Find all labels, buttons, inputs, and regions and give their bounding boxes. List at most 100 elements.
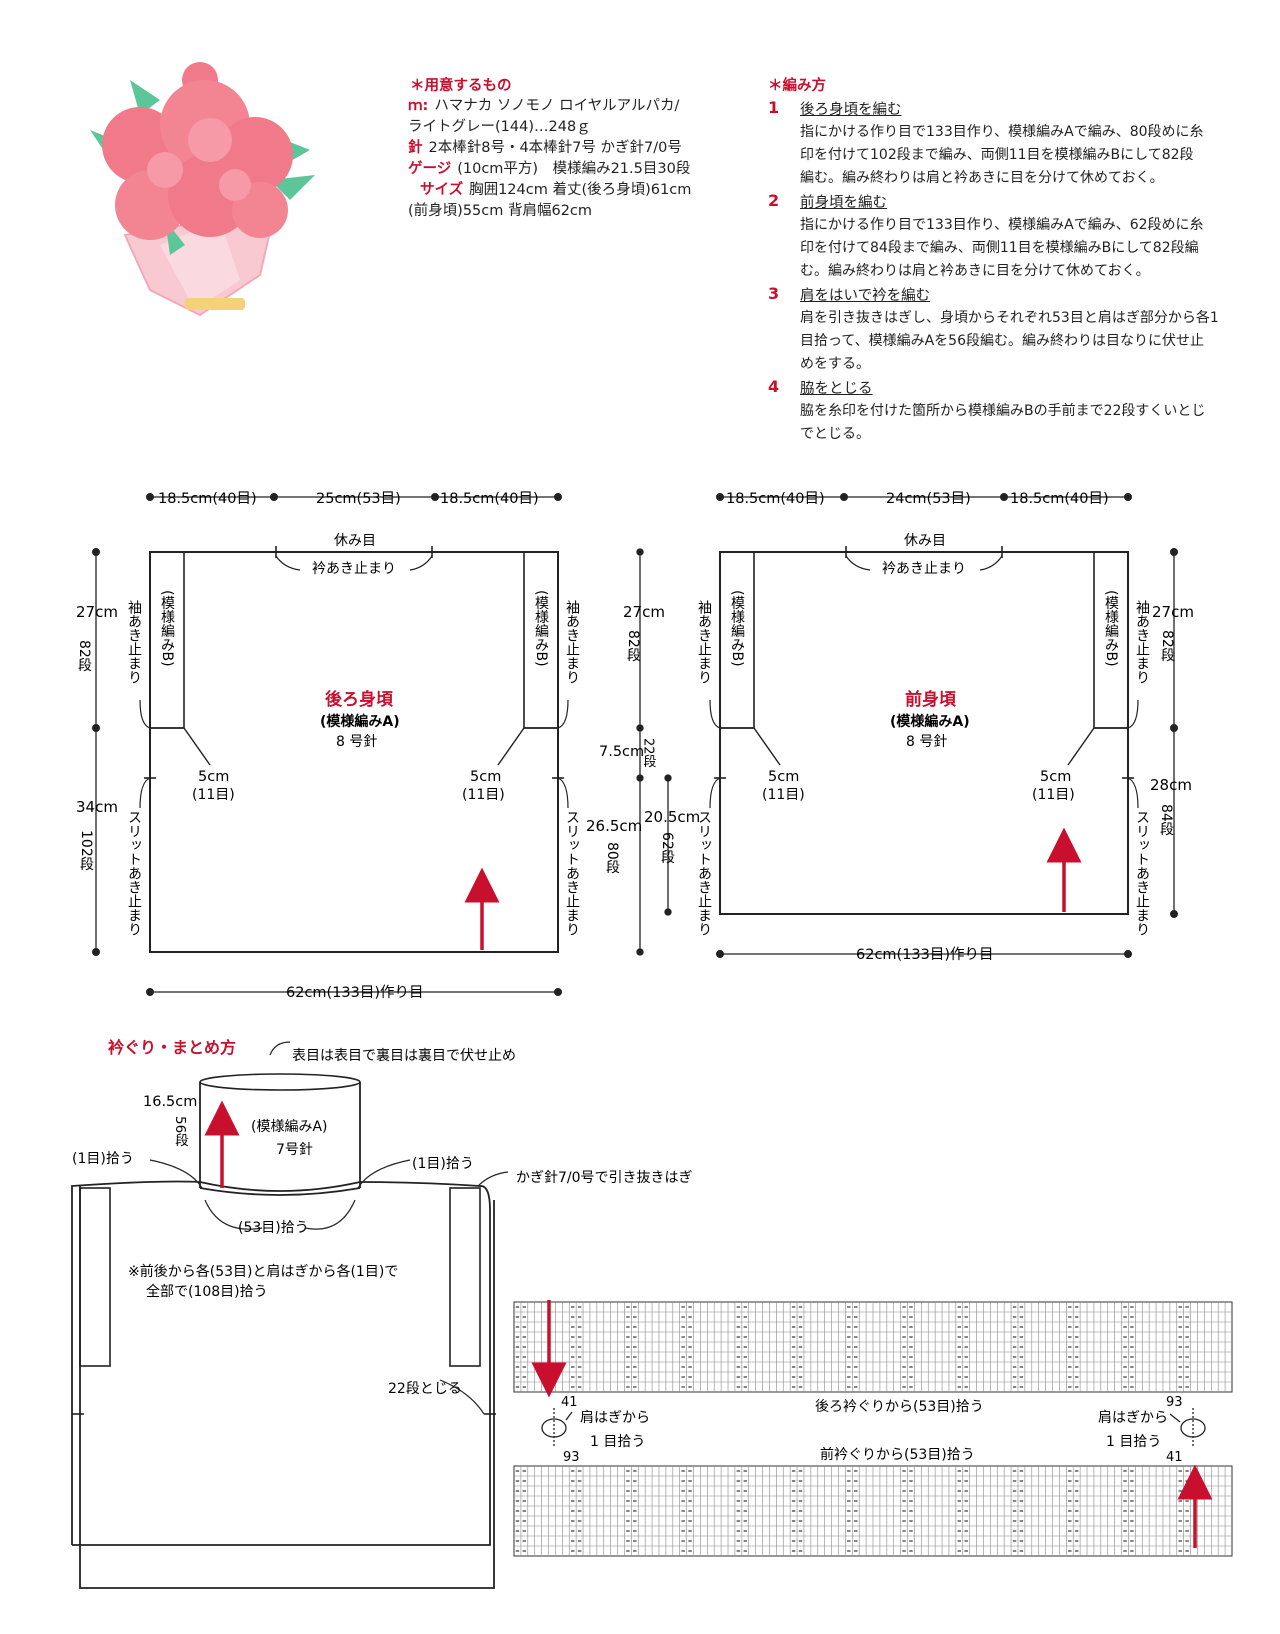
middle-h1: 27cm: [623, 603, 665, 621]
step-1-title: 後ろ身頃を編む: [800, 102, 902, 118]
front-top-left-dim: 18.5cm(40目): [726, 491, 825, 507]
back-rest-label: 休み目: [334, 533, 376, 549]
step-3-line: 肩を引き抜きはぎし、身頃からそれぞれ53目と肩はぎ部分から各1: [800, 310, 1219, 326]
collar-note1: ※前後から各(53目)と肩はぎから各(1目)で: [128, 1263, 398, 1280]
back-needle: 8 号針: [336, 734, 377, 750]
flower-bouquet-illustration: [90, 62, 315, 317]
middle-rows-diff: 22段: [641, 738, 657, 768]
back-side-w-left: 5cm: [198, 769, 229, 785]
front-bottom-dim: 62cm(133目)作り目: [856, 946, 994, 963]
step-1-line: 印を付けて102段まで編み、両側11目を模様編みBにして82段: [800, 147, 1194, 163]
back-armhole-left: 袖あき止まり: [126, 600, 142, 684]
yarn-line1: ハマナカ ソノモノ ロイヤルアルパカ/: [434, 98, 680, 114]
step-3-body: 肩を引き抜きはぎし、身頃からそれぞれ53目と肩はぎ部分から各1 目拾って、模様編…: [800, 307, 1240, 376]
knitting-chart-bottom: [513, 1465, 1233, 1557]
collar-height: 16.5cm: [143, 1094, 197, 1110]
collar-pick53: (53目)拾う: [238, 1220, 309, 1236]
front-slit-right: スリットあき止まり: [1134, 810, 1150, 936]
front-right-h2: 28cm: [1150, 776, 1192, 794]
size-line1: 胸囲124cm 着丈(後ろ身頃)61cm: [469, 182, 692, 198]
back-top-left-dim: 18.5cm(40目): [158, 491, 257, 507]
materials-header: ＊用意するもの: [410, 78, 512, 94]
step-3-line: 目拾って、模様編みAを56段編む。編み終わりは目なりに伏せ止: [800, 333, 1204, 349]
front-right-h1: 27cm: [1152, 603, 1194, 621]
yarn-label: ｍ:: [408, 98, 429, 114]
collar-pattern: (模様編みA): [251, 1119, 328, 1135]
front-pattern-b-right: (模様編みB): [1103, 590, 1119, 667]
collar-needle: 7号針: [276, 1142, 313, 1158]
step-4-number: 4: [768, 377, 780, 396]
step-3-title: 肩をはいで衿を編む: [800, 288, 931, 304]
front-title: 前身頃: [905, 689, 957, 710]
back-bottom-dim: 62cm(133目)作り目: [286, 984, 424, 1001]
middle-rows3: 62段: [659, 832, 675, 864]
gauge-text: (10cm平方) 模様編み21.5目30段: [457, 161, 691, 177]
front-side-w-right: 5cm: [1040, 769, 1071, 785]
step-3-line: めをする。: [800, 356, 870, 372]
chart-shoulder-right2: 1 目拾う: [1106, 1434, 1161, 1450]
step-1-body: 指にかける作り目で133目作り、模様編みAで編み、80段めに糸 印を付けて102…: [800, 121, 1240, 190]
front-pattern-a: (模様編みA): [890, 713, 970, 730]
front-slit-left: スリットあき止まり: [696, 810, 712, 936]
needle-text: 2本棒針8号・4本棒針7号 かぎ針7/0号: [428, 140, 682, 156]
front-side-sts-left: (11目): [762, 787, 805, 803]
yarn-line2: ライトグレー(144)…248ｇ: [408, 119, 591, 135]
step-3-number: 3: [768, 284, 780, 303]
collar-seam: 22段とじる: [388, 1381, 462, 1397]
middle-h3: 20.5cm: [644, 808, 700, 826]
collar-rows: 56段: [172, 1116, 189, 1147]
back-armhole-right: 袖あき止まり: [564, 600, 580, 684]
front-armhole-right: 袖あき止まり: [1134, 600, 1150, 684]
back-left-rows2: 102段: [78, 830, 94, 871]
chart-shoulder-left1: 肩はぎから: [580, 1410, 650, 1426]
back-pattern-a: (模様編みA): [320, 713, 400, 730]
back-top-right-dim: 18.5cm(40目): [440, 491, 539, 507]
chart-n41-top: 41: [561, 1395, 578, 1410]
front-needle: 8 号針: [906, 734, 947, 750]
back-side-sts-right: (11目): [462, 787, 505, 803]
collar-title: 衿ぐり・まとめ方: [108, 1038, 236, 1057]
step-1-line: 編む。編み終わりは肩と衿あきに目を分けて休めておく。: [800, 170, 1164, 186]
middle-rows1: 82段: [625, 630, 641, 662]
collar-pick1-left: (1目)拾う: [72, 1151, 134, 1167]
instructions-header: ＊編み方: [768, 78, 826, 94]
chart-shoulder-left2: 1 目拾う: [590, 1434, 645, 1450]
step-4-line: でとじる。: [800, 426, 870, 442]
back-slit-left: スリットあき止まり: [126, 810, 142, 936]
collar-pick1-right: (1目)拾う: [412, 1156, 474, 1172]
shoulder-pickup-markers: [541, 1408, 1206, 1448]
step-2-number: 2: [768, 191, 780, 210]
collar-bindoff: 表目は表目で裏目は裏目で伏せ止め: [292, 1047, 516, 1064]
front-right-rows2: 84段: [1158, 804, 1174, 836]
back-title: 後ろ身頃: [325, 689, 394, 710]
back-side-w-right: 5cm: [470, 769, 501, 785]
step-1-number: 1: [768, 98, 780, 117]
front-neck-stop-label: 衿あき止まり: [882, 561, 966, 577]
back-neck-stop-label: 衿あき止まり: [312, 561, 396, 577]
chart-n93-bottom: 93: [563, 1450, 580, 1465]
front-pattern-b-left: (模様編みB): [729, 590, 745, 667]
step-2-line: 印を付けて84段まで編み、両側11目を模様編みBにして82段編: [800, 240, 1199, 256]
front-top-right-dim: 18.5cm(40目): [1010, 491, 1109, 507]
size-line2: (前身頃)55cm 背肩幅62cm: [408, 203, 593, 219]
knitting-chart-top: [513, 1301, 1233, 1393]
step-2-line: 指にかける作り目で133目作り、模様編みAで編み、62段めに糸: [800, 217, 1204, 233]
front-armhole-left: 袖あき止まり: [696, 600, 712, 684]
middle-h2: 26.5cm: [586, 817, 642, 835]
size-label: サイズ: [420, 182, 464, 198]
needle-label: 針: [408, 140, 423, 156]
materials-list: ｍ: ハマナカ ソノモノ ロイヤルアルパカ/ ライトグレー(144)…248ｇ 針…: [408, 96, 738, 222]
chart-n93-top: 93: [1166, 1395, 1183, 1410]
front-top-center-dim: 24cm(53目): [886, 491, 971, 507]
back-slit-right: スリットあき止まり: [564, 810, 580, 936]
front-side-w-left: 5cm: [768, 769, 799, 785]
back-pattern-b-left: (模様編みB): [159, 590, 175, 667]
chart-shoulder-right1: 肩はぎから: [1098, 1410, 1168, 1426]
gauge-label: ゲージ: [408, 161, 452, 177]
front-rest-label: 休み目: [904, 533, 946, 549]
back-left-h2: 34cm: [76, 798, 118, 816]
collar-note2: 全部で(108目)拾う: [146, 1283, 268, 1300]
back-pattern-b-right: (模様編みB): [533, 590, 549, 667]
back-left-rows1: 82段: [76, 640, 92, 672]
